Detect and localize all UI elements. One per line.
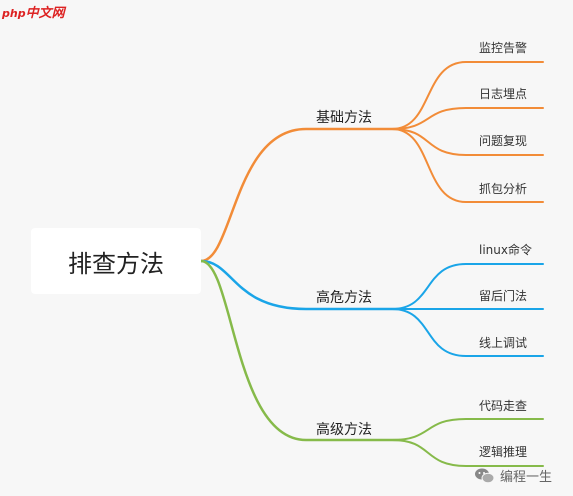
edge-branch-1-leaf-0 [391,263,544,310]
branch-risky-label[interactable]: 高危方法 [316,290,372,306]
watermark: 编程一生 [474,466,552,485]
root-node[interactable]: 排查方法 [31,228,201,294]
edge-branch-0-leaf-2 [391,128,544,156]
branch-advanced-label[interactable]: 高级方法 [316,422,372,438]
branch-basic-label[interactable]: 基础方法 [316,110,372,126]
edge-branch-2-leaf-0 [391,418,544,441]
leaf-backdoor[interactable]: 留后门法 [479,289,528,303]
logo-php: php [2,7,26,20]
leaf-reproduce[interactable]: 问题复现 [479,134,528,148]
leaf-linux-commands[interactable]: linux命令 [479,243,532,257]
edge-root-to-branch-0 [199,127,402,263]
leaf-packet-capture[interactable]: 抓包分析 [479,182,528,196]
leaf-logic-reasoning[interactable]: 逻辑推理 [479,445,528,459]
edge-branch-1-leaf-2 [391,308,544,357]
site-logo[interactable]: php中文网 [2,2,65,21]
watermark-text: 编程一生 [500,470,553,485]
leaf-monitoring[interactable]: 监控告警 [479,41,528,55]
edge-branch-2-leaf-1 [391,439,544,467]
edge-branch-0-leaf-0 [391,61,544,130]
edge-branch-0-leaf-1 [391,107,544,130]
edge-root-to-branch-2 [199,259,402,442]
leaf-logging[interactable]: 日志埋点 [479,87,528,101]
leaf-code-review[interactable]: 代码走查 [479,399,528,413]
wechat-icon [475,468,495,483]
edge-branch-0-leaf-3 [391,128,544,203]
root-label: 排查方法 [68,249,164,278]
leaf-online-debug[interactable]: 线上调试 [479,336,528,350]
logo-cn: 中文网 [25,6,65,21]
edge-root-to-branch-1 [199,259,402,311]
